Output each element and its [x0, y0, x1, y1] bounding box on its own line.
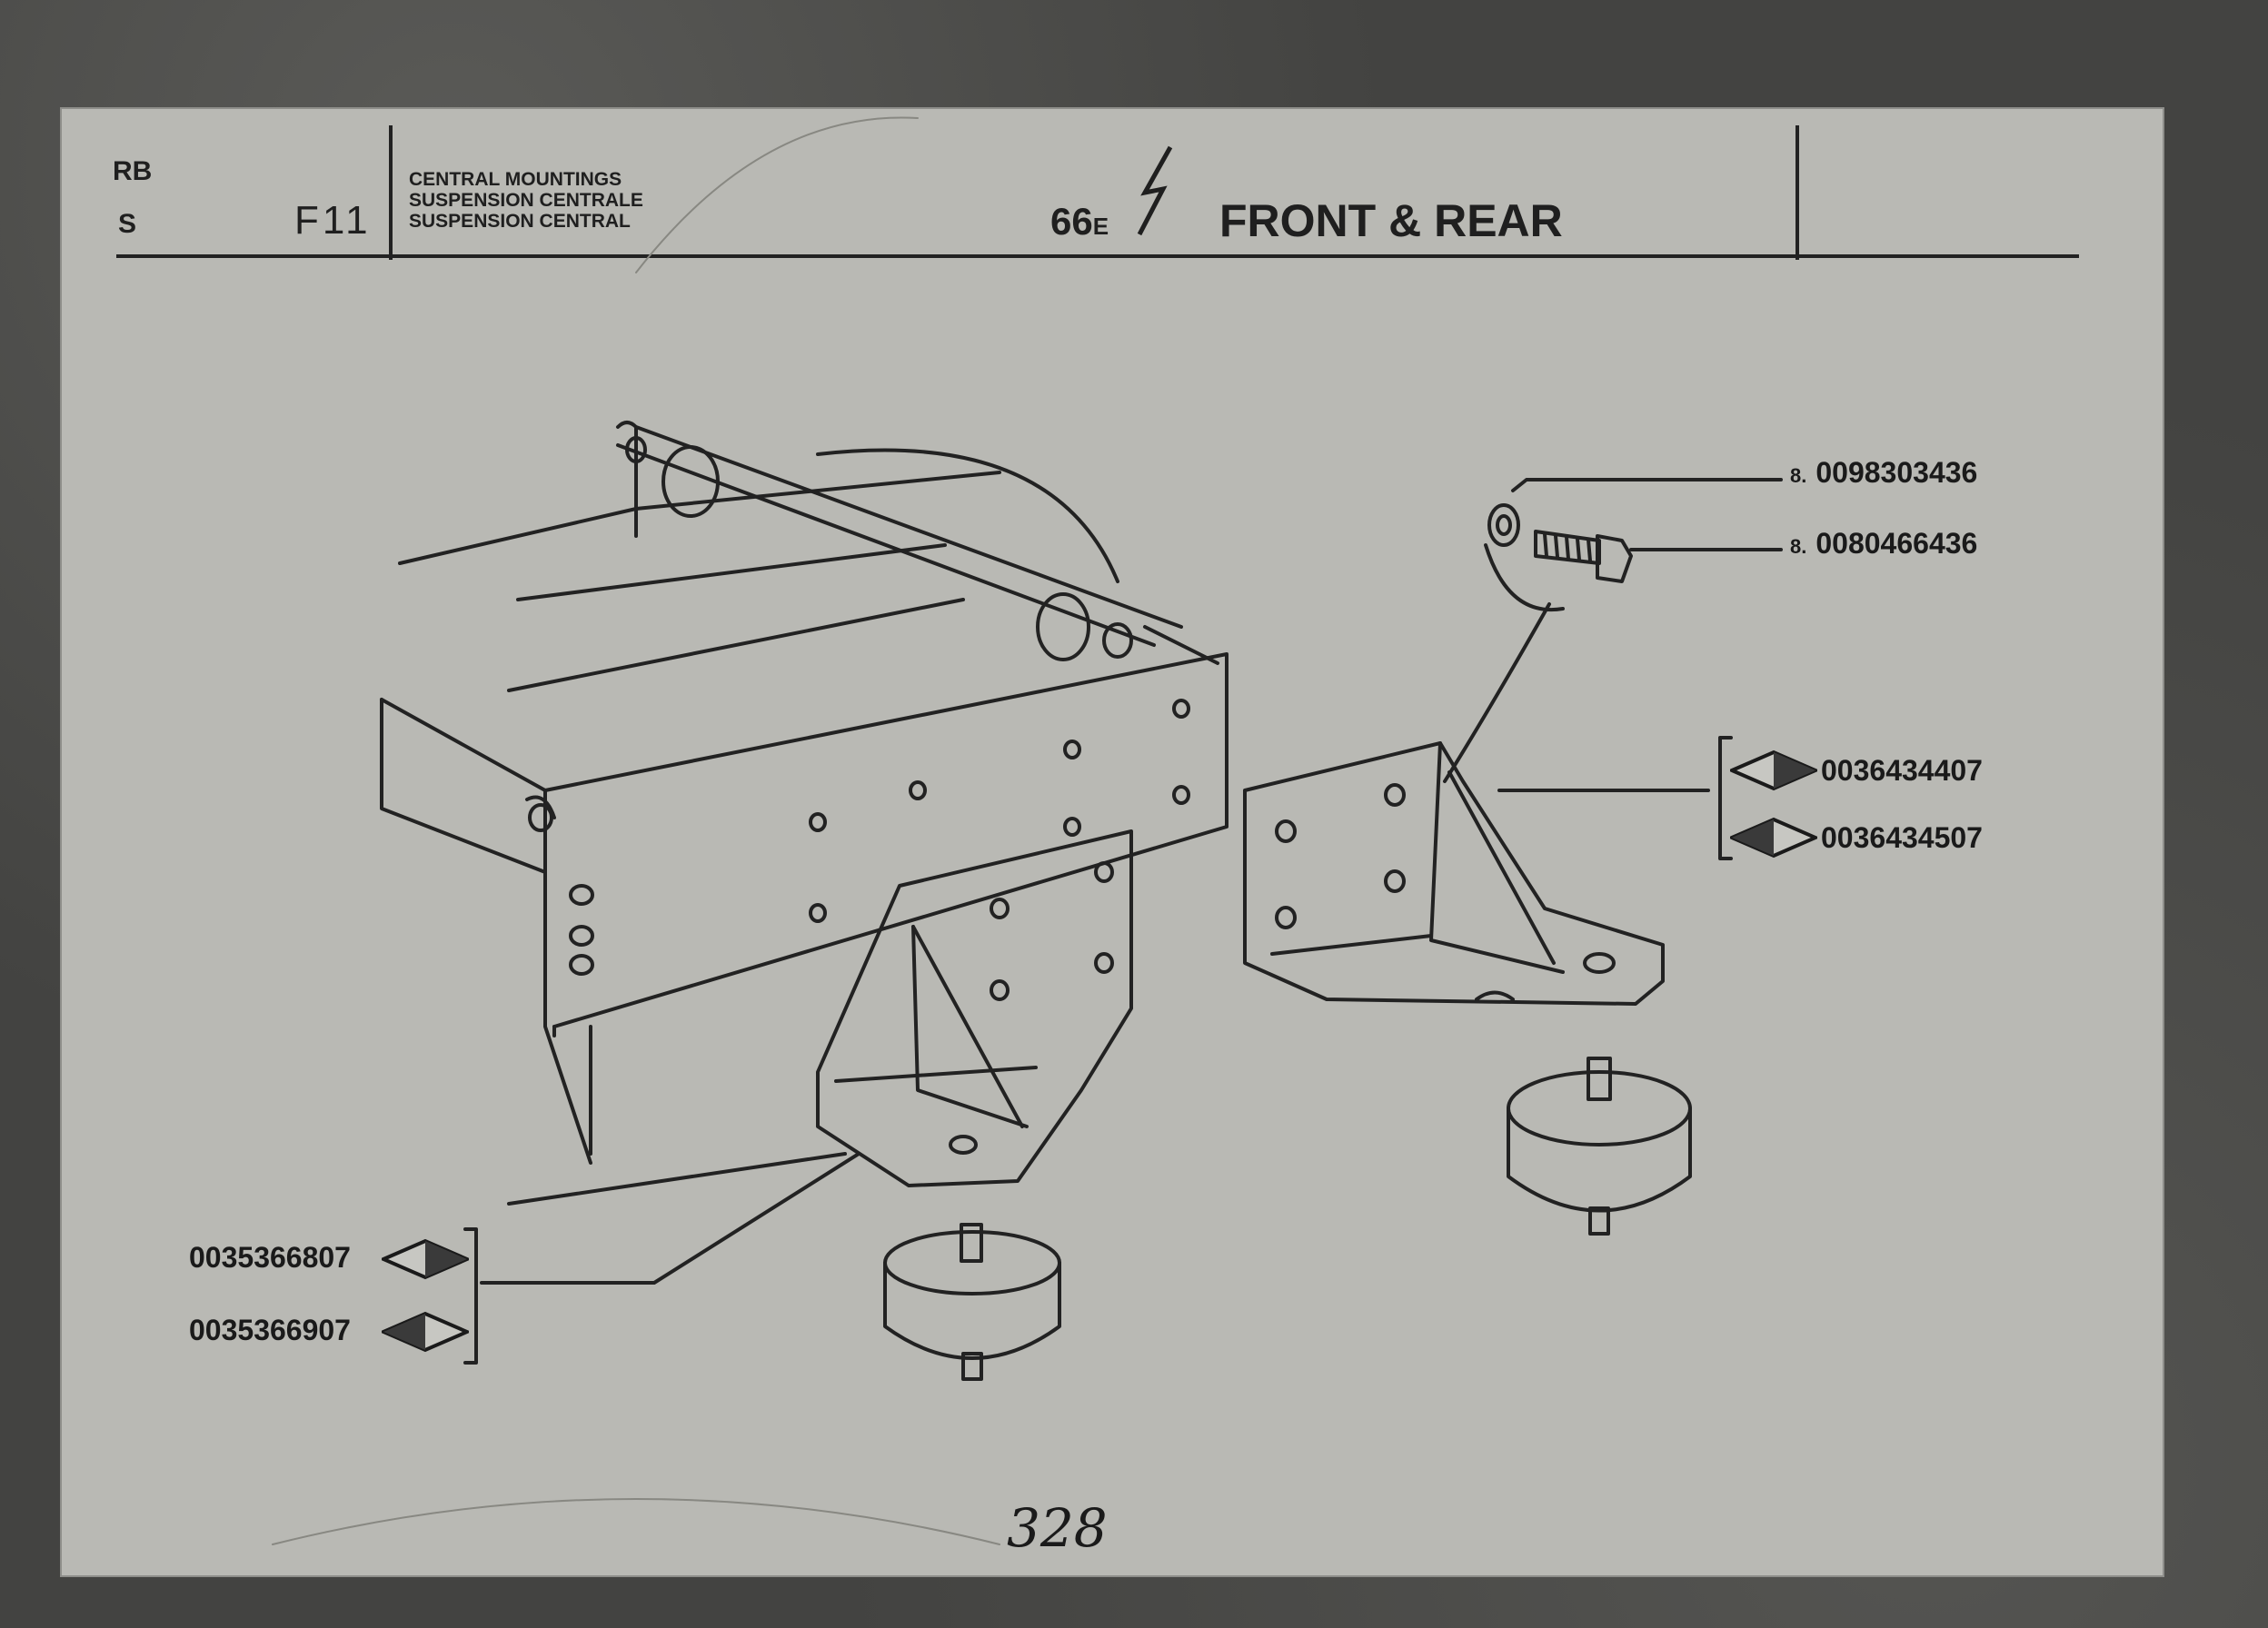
- diamond-marker-icon: [382, 1238, 469, 1280]
- model-suffix: E: [1092, 213, 1109, 240]
- lightning-bolt-icon: [1137, 145, 1173, 236]
- code-rb: RB: [113, 156, 153, 186]
- diamond-marker-icon: [382, 1311, 469, 1353]
- part-number-bolt: 0080466436: [1815, 527, 1978, 560]
- bolt-and-washer: [1443, 503, 1633, 783]
- right-bracket: [1243, 741, 1665, 1006]
- part-label-washer: 8. 0098303436: [1790, 456, 1977, 490]
- chassis-crossmember: [380, 421, 1228, 1206]
- model-number: 66: [1050, 200, 1093, 243]
- part-number-right-bracket-a: 0036434407: [1821, 754, 1983, 787]
- left-rubber-mount: [883, 1223, 1061, 1381]
- part-number-left-bracket-a: 0035366807: [189, 1241, 351, 1274]
- title-spanish: SUSPENSION CENTRAL: [409, 211, 631, 232]
- diamond-marker-icon: [1730, 817, 1817, 859]
- header-divider-right: [1796, 125, 1799, 260]
- leader-lines: [463, 478, 1783, 1365]
- part-number-left-bracket-b: 0035366907: [189, 1314, 351, 1346]
- qty-bolt: 8.: [1790, 535, 1807, 558]
- section-titles: CENTRAL MOUNTINGS SUSPENSION CENTRALE SU…: [409, 169, 643, 232]
- right-rubber-mount: [1507, 1057, 1692, 1236]
- header-rule: [116, 254, 2079, 258]
- section-heading: FRONT & REAR: [1219, 195, 1563, 246]
- title-english: CENTRAL MOUNTINGS: [409, 169, 622, 190]
- code-s: S: [118, 209, 137, 239]
- diamond-marker-icon: [1730, 749, 1817, 791]
- title-italian: SUSPENSION CENTRALE: [409, 190, 643, 211]
- part-number-right-bracket-b: 0036434507: [1821, 821, 1983, 854]
- sheet-wear-marks: [272, 116, 1000, 1545]
- model-code: 66E: [1050, 200, 1109, 243]
- header-divider-left: [389, 125, 393, 260]
- left-bracket: [816, 829, 1133, 1187]
- qty-washer: 8.: [1790, 464, 1807, 487]
- group-code: F11: [294, 198, 372, 243]
- part-label-bolt: 8. 0080466436: [1790, 527, 1977, 561]
- part-number-washer: 0098303436: [1815, 456, 1978, 489]
- handwritten-page-number: 328: [1007, 1497, 1108, 1559]
